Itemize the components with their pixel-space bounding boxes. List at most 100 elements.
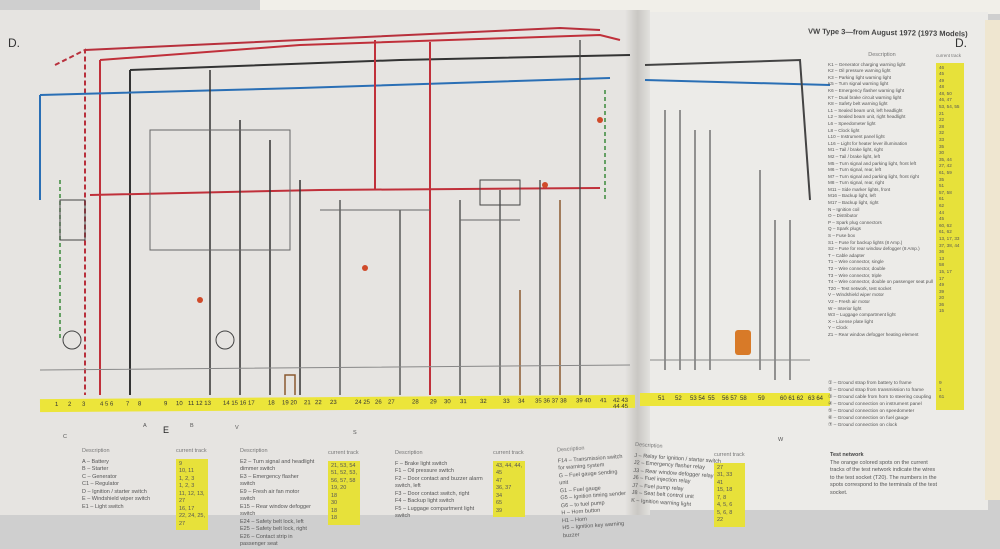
track-number: 11 12 13 (187, 400, 211, 408)
wire-red-2 (99, 33, 621, 395)
track-number: 18 (267, 400, 275, 407)
legend-header: Description (395, 450, 423, 456)
wire-red-main (84, 26, 601, 51)
legend-components-5: Description J – Relay for ignition / sta… (631, 442, 725, 511)
component-dot (197, 297, 203, 303)
track-ref: 58 (939, 262, 945, 268)
legend-item: K1 – Generator charging warning light (828, 61, 906, 67)
legend-item: M11 – Side marker lights, front (828, 186, 891, 192)
track-ref: 9 (939, 381, 942, 386)
track-number: 1 (54, 401, 59, 408)
track-number: 9 (163, 401, 168, 408)
legend-item: L16 – Light for heater lever illuminatio… (828, 140, 908, 146)
track-number: 55 (708, 396, 715, 402)
ground-bus (39, 359, 810, 371)
legend-item: ① – Ground strap from battery to frame (828, 381, 912, 386)
wire-blue (39, 77, 611, 200)
legend-item: T4 – Wire connector, double on passenger… (828, 279, 933, 285)
relay-component (735, 330, 751, 355)
fuse-box-symbol (479, 179, 521, 206)
legend-item: ⑥ – Ground connection on fuel gauge (828, 416, 909, 421)
legend-item: ⑤ – Ground connection on speedometer (828, 409, 915, 414)
legend-item: E3 – Emergency flasher switch (240, 473, 299, 488)
legend-components-4: Description F14 – Transmission switch fo… (557, 443, 631, 541)
legend-item: K2 – Oil pressure warning light (828, 68, 891, 74)
legend-item: K6 – Emergency flasher warning light (828, 87, 905, 93)
track-ref: 62 (939, 202, 945, 208)
legend-item: X – License plate light (828, 318, 873, 324)
legend-item: E15 – Rear window defogger switch (240, 503, 311, 518)
legend-item: T1 – Wire connector, single (828, 259, 884, 265)
legend-item: M1 – Tail / brake light, right (828, 147, 883, 153)
track-ref: 1, 2, 3 (179, 475, 195, 482)
legend-item: T20 – Test network, test socket (828, 285, 892, 291)
track-ref: 48, 50 (939, 90, 952, 96)
page-letter-right: D. (955, 36, 967, 50)
legend-tracks-1: current track 9 10, 11 1, 2, 3 1, 2, 3 1… (176, 448, 208, 530)
track-number: 22 (314, 400, 322, 407)
track-ref: 21 (939, 110, 945, 116)
component-dot (362, 265, 368, 271)
legend-item: O – Distributor (828, 213, 858, 219)
legend-components-right: Description K1 – Generator charging warn… (828, 52, 936, 339)
legend-item: E25 – Safety belt lock, right (240, 526, 307, 532)
track-number: 58 (740, 396, 747, 402)
wire-black-main (129, 54, 631, 395)
track-ref: 51, 52, 53, (331, 470, 357, 476)
legend-header: current track (714, 452, 745, 458)
track-ref: 18 (331, 515, 338, 521)
track-number: 7 (125, 401, 130, 408)
track-ref: 10, 11 (179, 468, 194, 474)
track-number: 52 (675, 396, 682, 402)
legend-item: T – Cable adapter (828, 252, 865, 258)
legend-header: current track (176, 448, 207, 454)
legend-item: S – Fuse box (828, 233, 856, 239)
track-ref: 36, 37 (496, 485, 512, 491)
track-number: 35 36 37 (534, 398, 559, 405)
track-number: 14 15 16 17 (222, 400, 255, 407)
wire-right-verticals (664, 110, 791, 380)
track-ref: 60, 62 (939, 222, 952, 228)
legend-item: L8 – Clock light (828, 127, 860, 133)
legend-item: D – Ignition / starter switch (82, 488, 147, 495)
track-number: 3 (81, 401, 86, 408)
track-ref: 22 (939, 117, 945, 123)
legend-item: ④ – Ground connection on instrument pane… (828, 402, 922, 407)
track-ref: 22, 24, 25, (179, 513, 205, 519)
legend-header: current track (936, 53, 962, 58)
legend-item: ② – Ground strap from transmission to fr… (828, 388, 924, 393)
track-ref: 27 (179, 498, 186, 504)
wire-black-right (644, 58, 811, 201)
legend-item: M5 – Turn signal and parking light, fron… (828, 160, 917, 166)
legend-header: current track (328, 450, 359, 456)
track-number: 2 (67, 401, 72, 408)
track-ref: 1, 2, 3 (179, 483, 195, 489)
legend-tracks-2: current track 21, 53, 54 51, 52, 53, 56,… (328, 450, 360, 525)
legend-item: E24 – Safety belt lock, left (240, 518, 304, 525)
legend-item: M16 – Backup light, left (828, 193, 876, 199)
track-ref: 18 (331, 507, 338, 514)
track-ref: 16, 17 (179, 505, 195, 512)
wire-red-mid (89, 187, 601, 196)
track-number: 41 (599, 398, 607, 405)
track-number: 21 (303, 400, 311, 407)
track-ref: 61, 59 (939, 170, 952, 175)
track-ref: 65 (496, 500, 503, 506)
wire-red-dashed (54, 48, 86, 395)
current-track-strip-right: 51 52 53 54 55 56 57 58 59 60 61 62 63 6… (640, 393, 830, 406)
track-ref: 18 (331, 492, 338, 499)
track-ref: 5, 6, 8 (717, 509, 733, 516)
component-label: C (63, 434, 67, 440)
component-label: E (163, 425, 170, 435)
legend-item: E9 – Fresh air fan motor switch (240, 488, 300, 503)
track-ref: 37, 38, 44 (939, 242, 960, 248)
legend-item: P – Spark plug connectors (828, 219, 882, 225)
book-gutter (625, 10, 650, 515)
legend-components-3: Description F – Brake light switch F1 – … (395, 450, 483, 521)
track-ref: 36 (939, 301, 945, 307)
legend-item: M2 – Tail / brake light, left (828, 153, 881, 159)
legend-item: F4 – Backup light switch (395, 498, 455, 504)
track-number: 30 (443, 399, 451, 406)
track-number: 28 (411, 399, 419, 406)
